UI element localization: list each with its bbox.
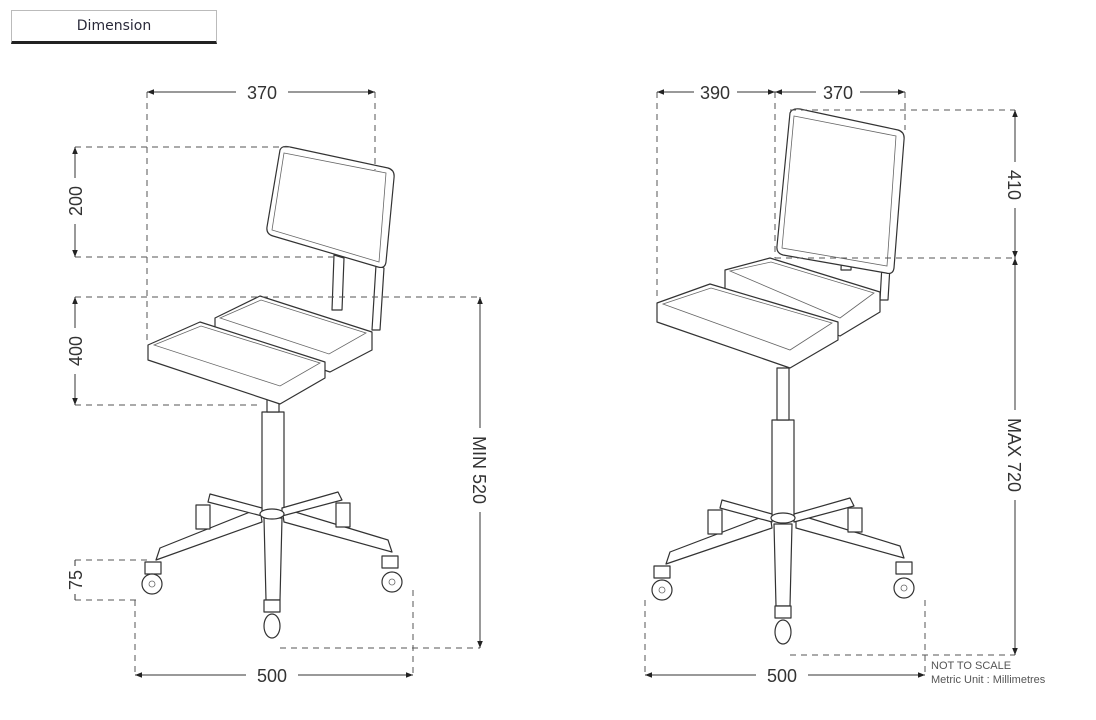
caster [707,509,723,535]
dimensions-left: 370 200 400 MIN 520 75 500 [66,83,489,686]
caster [774,605,792,645]
dim-caster-75: 75 [66,570,86,590]
dimension-tab-button[interactable]: Dimension [11,10,217,44]
dim-backrest-200: 200 [66,186,86,216]
not-to-scale-text: NOT TO SCALE [931,660,1012,672]
caster [651,565,673,601]
dim-width-370: 370 [247,83,277,103]
caster [847,507,863,533]
caster [335,502,351,528]
dim-width-370: 370 [823,83,853,103]
dim-max-720: MAX 720 [1004,418,1024,492]
chair-right [651,108,915,645]
caster [195,504,211,530]
caster [141,561,163,595]
caster [263,599,281,639]
dim-depth-390: 390 [700,83,730,103]
dim-base-500: 500 [257,666,287,686]
dimensions-right: 390 370 410 MAX 720 500 [644,83,1024,686]
dim-seat-400: 400 [66,336,86,366]
caster [893,561,915,599]
scale-note: NOT TO SCALE Metric Unit : Millimetres [931,659,1045,687]
metric-unit-text: Metric Unit : Millimetres [931,674,1046,686]
chair-left [141,145,403,639]
dimension-tab-label: Dimension [76,18,152,34]
dim-min-520: MIN 520 [469,436,489,504]
dim-backrest-410: 410 [1004,170,1024,200]
caster [381,555,403,593]
dim-base-500: 500 [767,666,797,686]
